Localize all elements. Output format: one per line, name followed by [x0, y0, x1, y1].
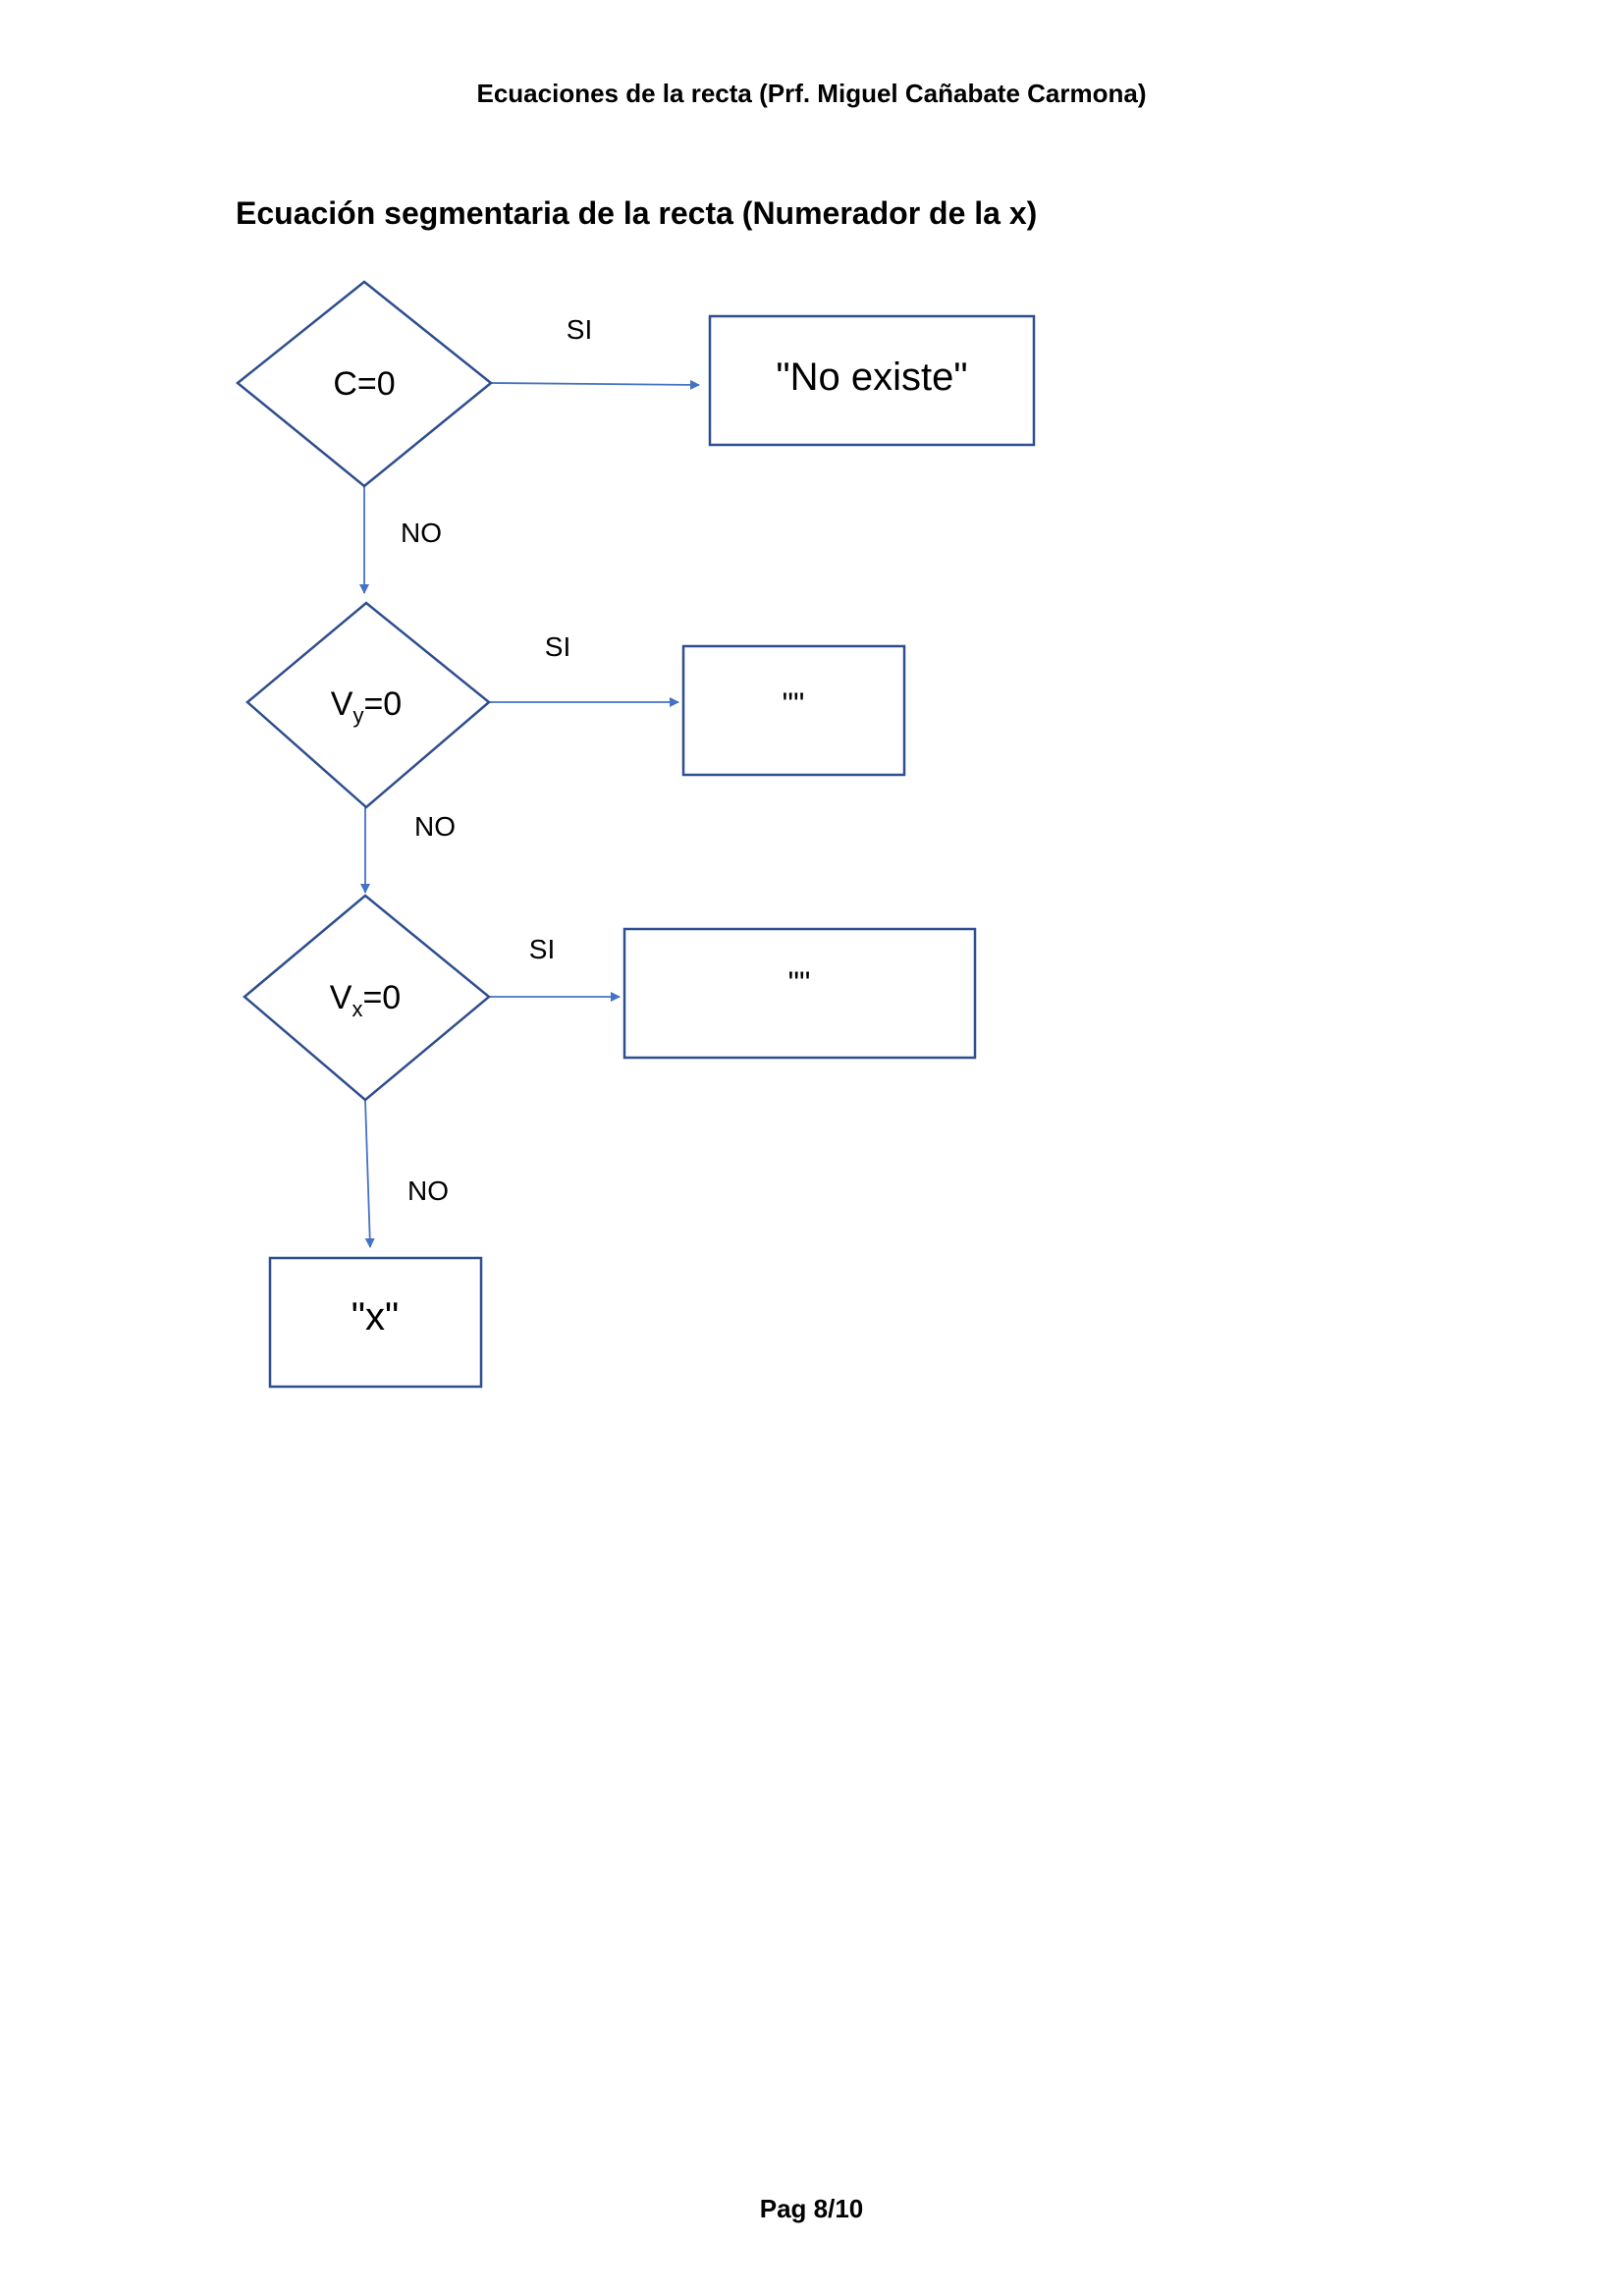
result-x-label: "x" — [352, 1295, 399, 1339]
decision-c-zero-label: C=0 — [333, 365, 395, 403]
result-no-existe-label: "No existe" — [776, 355, 967, 399]
result-empty-2: "" — [622, 927, 977, 1060]
page-header: Ecuaciones de la recta (Prf. Miguel Caña… — [476, 79, 1147, 108]
result-empty-2-label: "" — [788, 965, 811, 1001]
edge-label-no-3: NO — [407, 1175, 449, 1206]
edge-label-si-2: SI — [545, 631, 570, 662]
page-number: Pag 8/10 — [759, 2194, 864, 2223]
edge-c0-si — [490, 379, 700, 390]
decision-vx-zero-label: Vx=0 — [330, 979, 401, 1021]
edge-vx-no — [364, 1099, 375, 1248]
edge-label-no-2: NO — [414, 811, 456, 842]
decision-vy-zero-label: Vy=0 — [331, 685, 402, 728]
decision-vx-zero: Vx=0 — [243, 894, 491, 1102]
edge-label-si-3: SI — [529, 934, 555, 964]
decision-vy-zero: Vy=0 — [245, 601, 491, 809]
decision-c-zero: C=0 — [236, 280, 493, 488]
result-no-existe: "No existe" — [708, 314, 1036, 447]
edge-label-si-1: SI — [567, 314, 592, 345]
result-x: "x" — [268, 1256, 483, 1389]
result-empty-1: "" — [681, 644, 906, 777]
result-empty-1-label: "" — [783, 686, 805, 722]
edge-label-no-1: NO — [401, 518, 442, 548]
section-title: Ecuación segmentaria de la recta (Numera… — [236, 195, 1038, 231]
